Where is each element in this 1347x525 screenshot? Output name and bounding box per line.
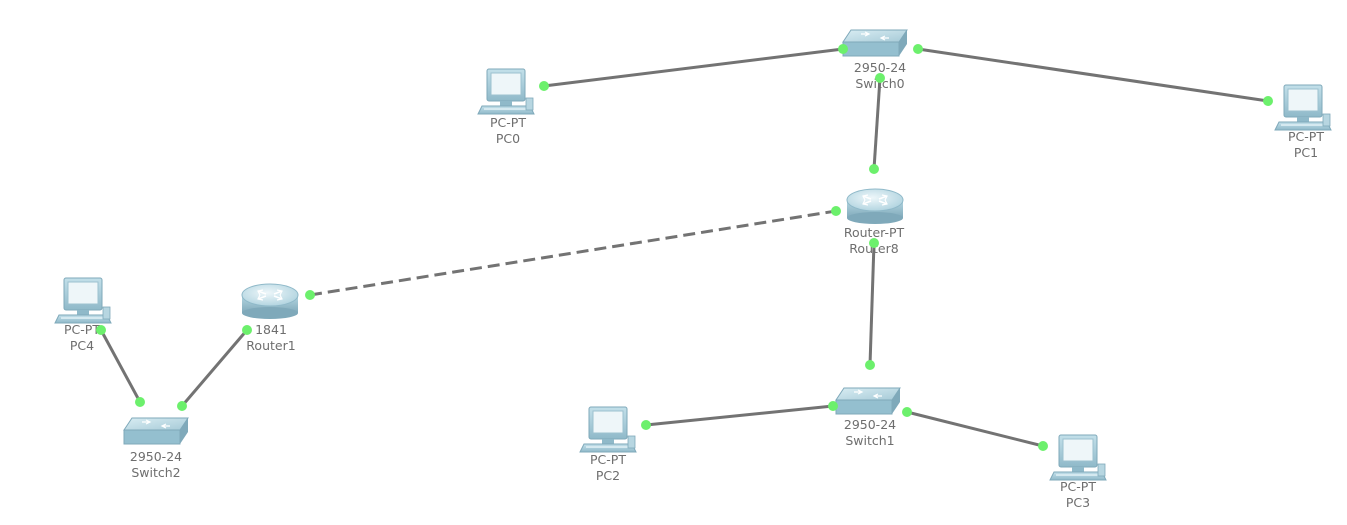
port-status-dot [828, 401, 838, 411]
device-name-label: PC3 [1066, 495, 1090, 510]
port-status-dot [305, 290, 315, 300]
device-model-label: 2950-24 [854, 60, 906, 75]
port-status-dot [875, 73, 885, 83]
link-pc2-switch1[interactable] [645, 404, 834, 427]
device-model-label: PC-PT [64, 322, 100, 337]
router-icon[interactable] [846, 188, 904, 225]
link-router1-router8[interactable] [309, 209, 837, 297]
port-status-dot [913, 44, 923, 54]
pc-icon[interactable] [477, 68, 535, 115]
devices-layer: PC-PTPC02950-24Switch0PC-PTPC1Router-PTR… [54, 29, 1332, 510]
device-name-label: PC4 [70, 338, 94, 353]
port-status-dot [96, 325, 106, 335]
port-status-dot [135, 397, 145, 407]
port-status-dot [902, 407, 912, 417]
port-status-dot [242, 325, 252, 335]
pc-icon[interactable] [1049, 434, 1107, 481]
switch-icon[interactable] [842, 29, 908, 57]
link-pc0-switch0[interactable] [543, 47, 844, 88]
device-name-label: PC2 [596, 468, 620, 483]
device-name-label: Router1 [246, 338, 295, 353]
port-status-dot [1263, 96, 1273, 106]
device-name-label: Router8 [849, 241, 898, 256]
port-status-dot [1038, 441, 1048, 451]
router-icon[interactable] [241, 283, 299, 320]
links-layer [99, 47, 1269, 448]
link-switch0-pc1[interactable] [917, 47, 1269, 103]
device-model-label: Router-PT [844, 225, 905, 240]
pc-icon[interactable] [1274, 84, 1332, 131]
device-name-label: Switch2 [131, 465, 180, 480]
device-model-label: PC-PT [1288, 129, 1324, 144]
switch-icon[interactable] [123, 417, 189, 445]
device-name-label: PC1 [1294, 145, 1318, 160]
device-model-label: PC-PT [1060, 479, 1096, 494]
pc-icon[interactable] [579, 406, 637, 453]
device-model-label: PC-PT [590, 452, 626, 467]
device-name-label: Switch1 [845, 433, 894, 448]
device-name-label: PC0 [496, 131, 520, 146]
link-switch0-router8[interactable] [872, 77, 882, 170]
device-model-label: 2950-24 [130, 449, 182, 464]
port-status-dot [641, 420, 651, 430]
port-status-dot [869, 164, 879, 174]
switch-icon[interactable] [835, 387, 901, 415]
port-status-dot [539, 81, 549, 91]
ports-layer [96, 44, 1273, 451]
link-router8-switch1[interactable] [868, 242, 876, 366]
port-status-dot [869, 238, 879, 248]
device-name-label: Switch0 [855, 76, 904, 91]
device-model-label: PC-PT [490, 115, 526, 130]
pc-icon[interactable] [54, 277, 112, 324]
port-status-dot [831, 206, 841, 216]
port-status-dot [838, 44, 848, 54]
link-switch2-router1[interactable] [180, 329, 249, 407]
device-model-label: 2950-24 [844, 417, 896, 432]
port-status-dot [177, 401, 187, 411]
link-pc4-switch2[interactable] [99, 329, 142, 403]
link-switch1-pc3[interactable] [906, 410, 1044, 448]
device-model-label: 1841 [255, 322, 287, 337]
port-status-dot [865, 360, 875, 370]
